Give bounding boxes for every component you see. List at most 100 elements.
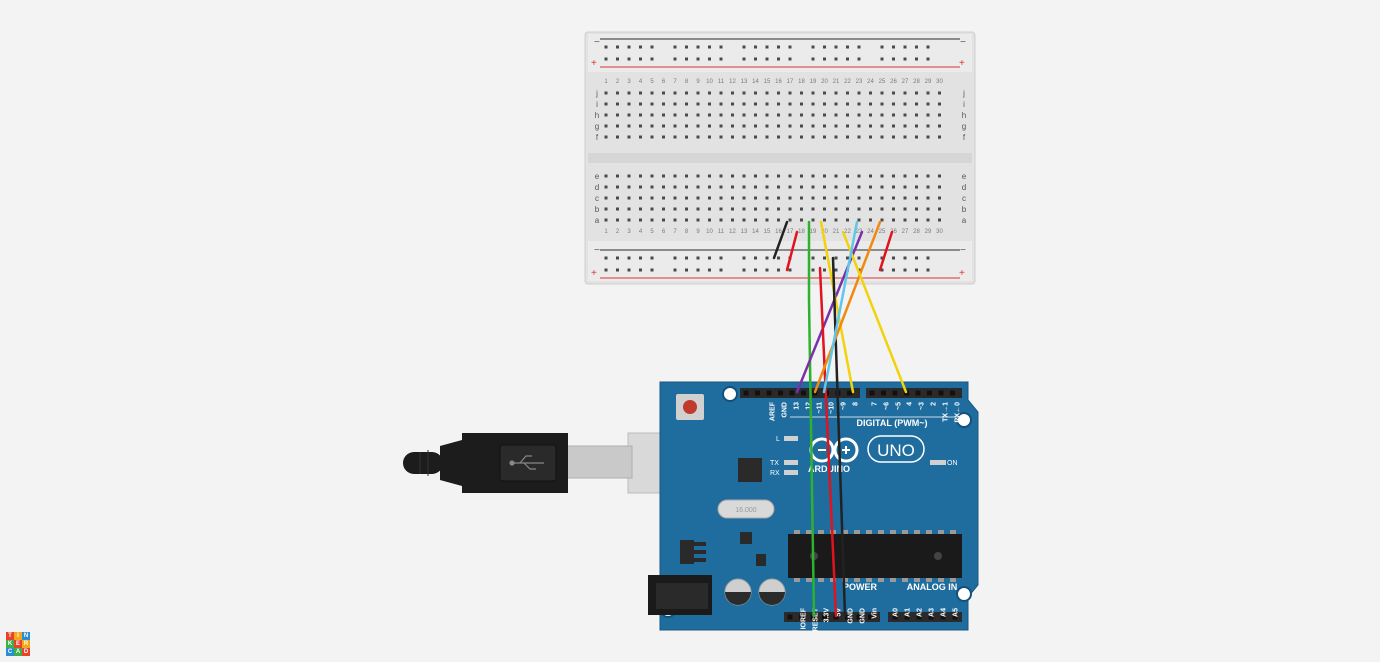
breadboard-hole[interactable]: [880, 102, 884, 106]
breadboard-hole[interactable]: [673, 135, 677, 139]
rail-hole[interactable]: [685, 268, 688, 272]
breadboard-hole[interactable]: [800, 113, 803, 117]
breadboard-hole[interactable]: [880, 91, 884, 95]
rail-hole[interactable]: [811, 268, 815, 272]
breadboard-hole[interactable]: [754, 124, 757, 128]
breadboard-hole[interactable]: [857, 196, 861, 200]
rail-hole[interactable]: [765, 57, 769, 61]
breadboard-hole[interactable]: [869, 124, 872, 128]
header-pin[interactable]: [789, 390, 795, 396]
breadboard-hole[interactable]: [731, 135, 734, 139]
rail-hole[interactable]: [811, 256, 815, 260]
breadboard-hole[interactable]: [662, 91, 665, 95]
breadboard-hole[interactable]: [731, 91, 734, 95]
breadboard-hole[interactable]: [846, 124, 849, 128]
breadboard-hole[interactable]: [926, 218, 930, 222]
breadboard-hole[interactable]: [685, 174, 688, 178]
breadboard-hole[interactable]: [673, 185, 677, 189]
breadboard-hole[interactable]: [616, 218, 619, 222]
breadboard-hole[interactable]: [685, 124, 688, 128]
breadboard-hole[interactable]: [834, 174, 838, 178]
breadboard-hole[interactable]: [880, 185, 884, 189]
breadboard-hole[interactable]: [880, 113, 884, 117]
breadboard-hole[interactable]: [639, 124, 642, 128]
rail-hole[interactable]: [673, 268, 677, 272]
breadboard-hole[interactable]: [938, 207, 941, 211]
breadboard-hole[interactable]: [811, 185, 815, 189]
breadboard-hole[interactable]: [846, 102, 849, 106]
breadboard-hole[interactable]: [926, 113, 930, 117]
breadboard-hole[interactable]: [800, 207, 803, 211]
wire-red-2[interactable]: [818, 266, 838, 618]
breadboard-hole[interactable]: [673, 218, 677, 222]
breadboard-hole[interactable]: [903, 102, 907, 106]
wire-yellow-1[interactable]: [819, 220, 855, 394]
rail-hole[interactable]: [857, 45, 861, 49]
rail-hole[interactable]: [892, 45, 895, 49]
rail-hole[interactable]: [915, 57, 918, 61]
rail-hole[interactable]: [742, 268, 746, 272]
rail-hole[interactable]: [627, 268, 631, 272]
rail-hole[interactable]: [823, 268, 826, 272]
breadboard-hole[interactable]: [823, 174, 826, 178]
breadboard-hole[interactable]: [662, 113, 665, 117]
header-pin[interactable]: [869, 390, 875, 396]
rail-hole[interactable]: [719, 256, 723, 260]
rail-hole[interactable]: [754, 57, 757, 61]
breadboard-hole[interactable]: [788, 207, 792, 211]
breadboard-hole[interactable]: [627, 196, 631, 200]
breadboard-hole[interactable]: [742, 135, 746, 139]
breadboard-hole[interactable]: [823, 124, 826, 128]
breadboard-hole[interactable]: [915, 185, 918, 189]
breadboard-hole[interactable]: [892, 135, 895, 139]
breadboard-hole[interactable]: [788, 135, 792, 139]
breadboard-hole[interactable]: [604, 218, 608, 222]
breadboard-hole[interactable]: [800, 174, 803, 178]
breadboard-hole[interactable]: [903, 113, 907, 117]
breadboard-hole[interactable]: [846, 174, 849, 178]
breadboard-hole[interactable]: [777, 91, 780, 95]
breadboard-hole[interactable]: [765, 174, 769, 178]
breadboard-hole[interactable]: [823, 207, 826, 211]
breadboard-hole[interactable]: [915, 174, 918, 178]
breadboard-hole[interactable]: [800, 218, 803, 222]
breadboard-hole[interactable]: [788, 91, 792, 95]
header-pin[interactable]: [950, 390, 955, 396]
rail-hole[interactable]: [811, 45, 815, 49]
breadboard-hole[interactable]: [777, 185, 780, 189]
breadboard-hole[interactable]: [788, 196, 792, 200]
rail-hole[interactable]: [696, 57, 700, 61]
breadboard-hole[interactable]: [731, 174, 734, 178]
breadboard-hole[interactable]: [662, 135, 665, 139]
rail-hole[interactable]: [696, 268, 700, 272]
breadboard-hole[interactable]: [616, 91, 619, 95]
breadboard-hole[interactable]: [903, 185, 907, 189]
breadboard-hole[interactable]: [731, 207, 734, 211]
breadboard-hole[interactable]: [754, 113, 757, 117]
breadboard-hole[interactable]: [719, 102, 723, 106]
wire-black-1[interactable]: [772, 220, 789, 260]
rail-hole[interactable]: [742, 45, 746, 49]
breadboard-hole[interactable]: [731, 185, 734, 189]
breadboard-hole[interactable]: [846, 91, 849, 95]
header-pin[interactable]: [928, 614, 934, 620]
breadboard-hole[interactable]: [800, 185, 803, 189]
breadboard-hole[interactable]: [846, 196, 849, 200]
breadboard-hole[interactable]: [915, 196, 918, 200]
breadboard-hole[interactable]: [892, 218, 895, 222]
breadboard-hole[interactable]: [650, 124, 654, 128]
wires[interactable]: [772, 220, 908, 618]
rail-hole[interactable]: [823, 57, 826, 61]
rail-hole[interactable]: [777, 268, 780, 272]
breadboard-hole[interactable]: [926, 185, 930, 189]
breadboard-hole[interactable]: [892, 102, 895, 106]
header-pin[interactable]: [892, 614, 898, 620]
breadboard-hole[interactable]: [731, 218, 734, 222]
breadboard-hole[interactable]: [765, 135, 769, 139]
rail-hole[interactable]: [685, 57, 688, 61]
rail-hole[interactable]: [926, 268, 930, 272]
breadboard-hole[interactable]: [708, 113, 711, 117]
breadboard-hole[interactable]: [719, 185, 723, 189]
breadboard-hole[interactable]: [662, 196, 665, 200]
rail-hole[interactable]: [892, 57, 895, 61]
